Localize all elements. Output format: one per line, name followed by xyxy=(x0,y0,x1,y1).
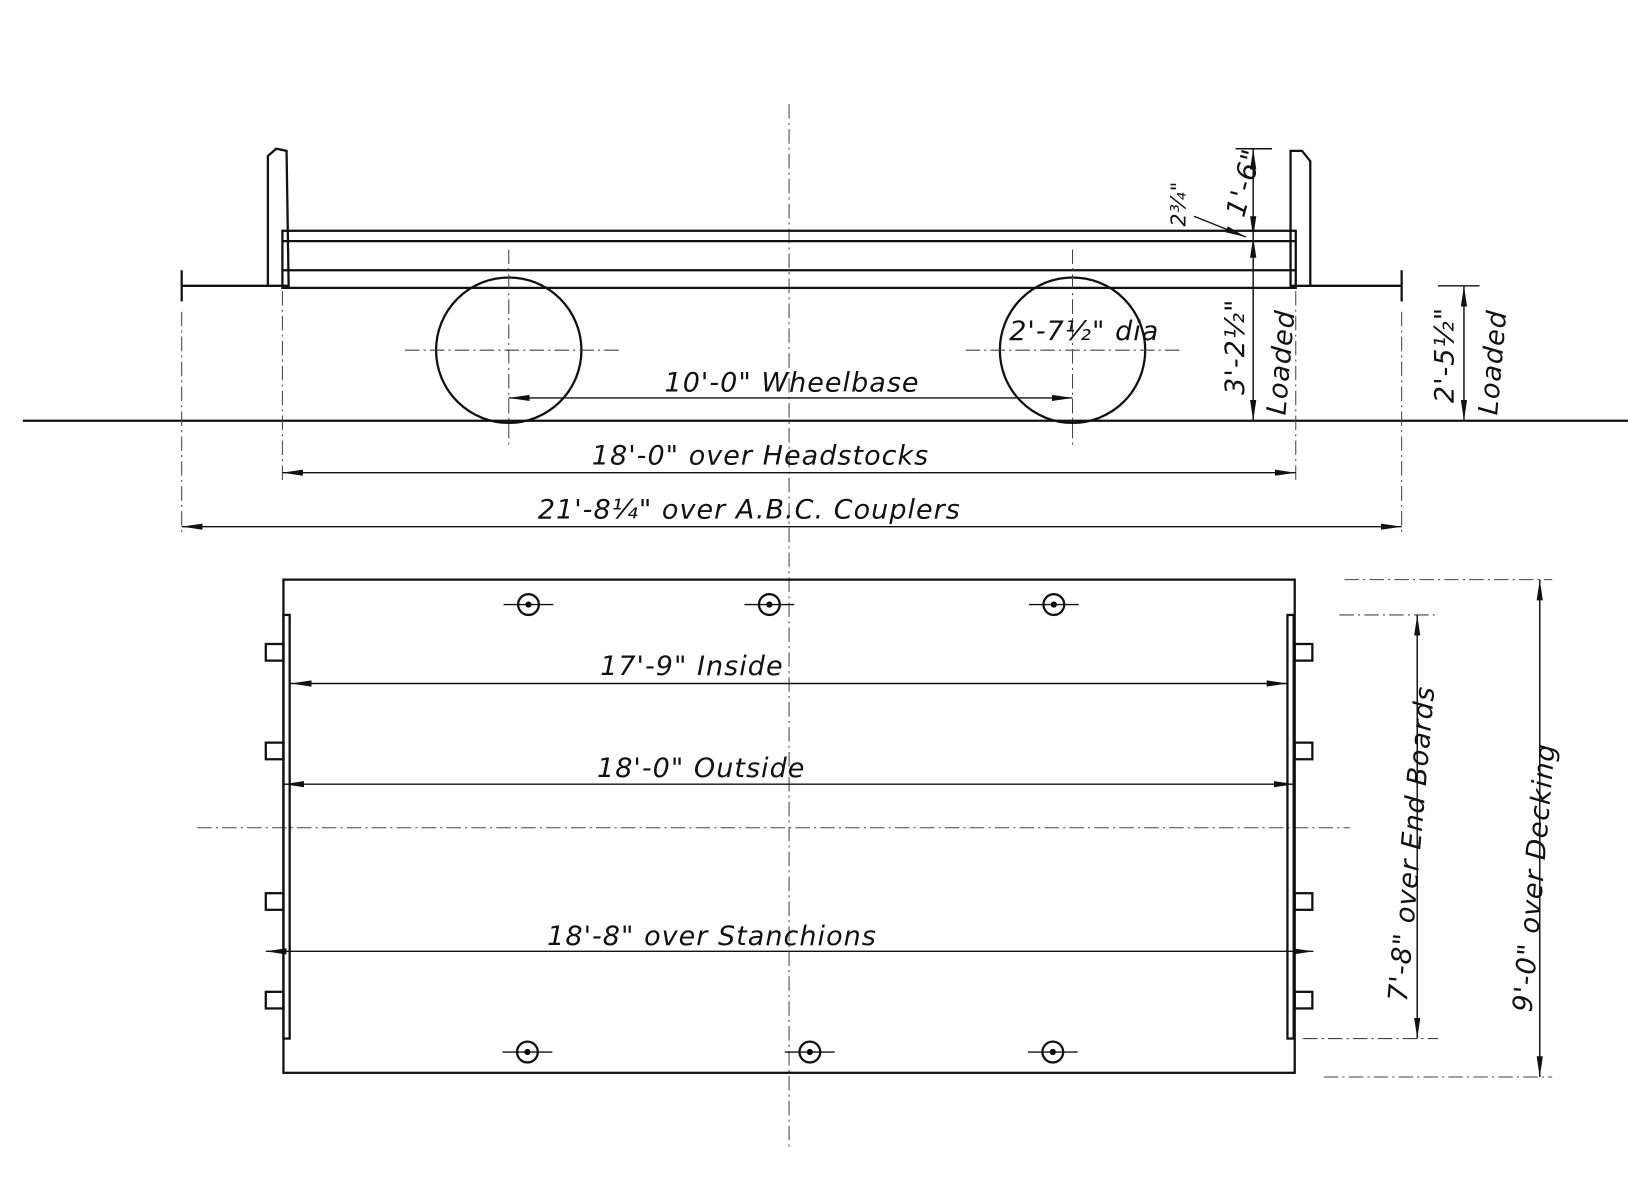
bolt xyxy=(1027,1040,1078,1064)
deck-height-label: 3'-2½" xyxy=(1220,299,1251,395)
stanchion xyxy=(264,892,285,911)
leader-line xyxy=(1193,215,1247,238)
bolts xyxy=(502,593,1079,1064)
end-board-height-label: 1'-6" xyxy=(1221,145,1269,220)
bolt xyxy=(502,1040,553,1064)
end-board-right xyxy=(1286,613,1295,1040)
deck-frame xyxy=(281,229,1297,290)
side-view: 10'-0" Wheelbase 2'-7½" dia 18'-0" over … xyxy=(22,145,1628,535)
decking-label: 9'-0" over Decking xyxy=(1508,742,1562,1013)
end-board-left xyxy=(266,147,290,287)
bolt xyxy=(503,593,554,617)
end-board-right xyxy=(1289,149,1312,287)
outside-label: 18'-0" Outside xyxy=(597,753,805,784)
stanchion xyxy=(264,741,285,761)
stanchions-label: 18'-8" over Stanchions xyxy=(547,921,877,952)
coupler-height-label: 2'-5½" xyxy=(1430,307,1461,403)
loaded-label: Loaded xyxy=(1473,309,1513,416)
stanchion xyxy=(264,990,285,1010)
headstocks-label: 18'-0" over Headstocks xyxy=(592,440,929,471)
end-boards-label: 7'-8" over End Boards xyxy=(1383,685,1441,1003)
bolt xyxy=(744,593,795,617)
bolt xyxy=(784,1040,835,1064)
stanchion xyxy=(1293,892,1314,911)
inside-label: 17'-9" Inside xyxy=(600,651,783,682)
wheelbase-label: 10'-0" Wheelbase xyxy=(664,368,919,399)
stanchion xyxy=(1293,642,1314,662)
stanchion xyxy=(264,642,285,662)
wheel-diameter-label: 2'-7½" dia xyxy=(1009,316,1159,347)
stanchion xyxy=(1293,741,1314,761)
deck-thickness-label: 2¾" xyxy=(1167,181,1191,227)
stanchion xyxy=(1293,990,1314,1010)
couplers-label: 21'-8¼" over A.B.C. Couplers xyxy=(538,494,961,525)
stanchions xyxy=(264,642,1314,1010)
bolt xyxy=(1028,593,1079,617)
end-board-left xyxy=(282,613,291,1040)
